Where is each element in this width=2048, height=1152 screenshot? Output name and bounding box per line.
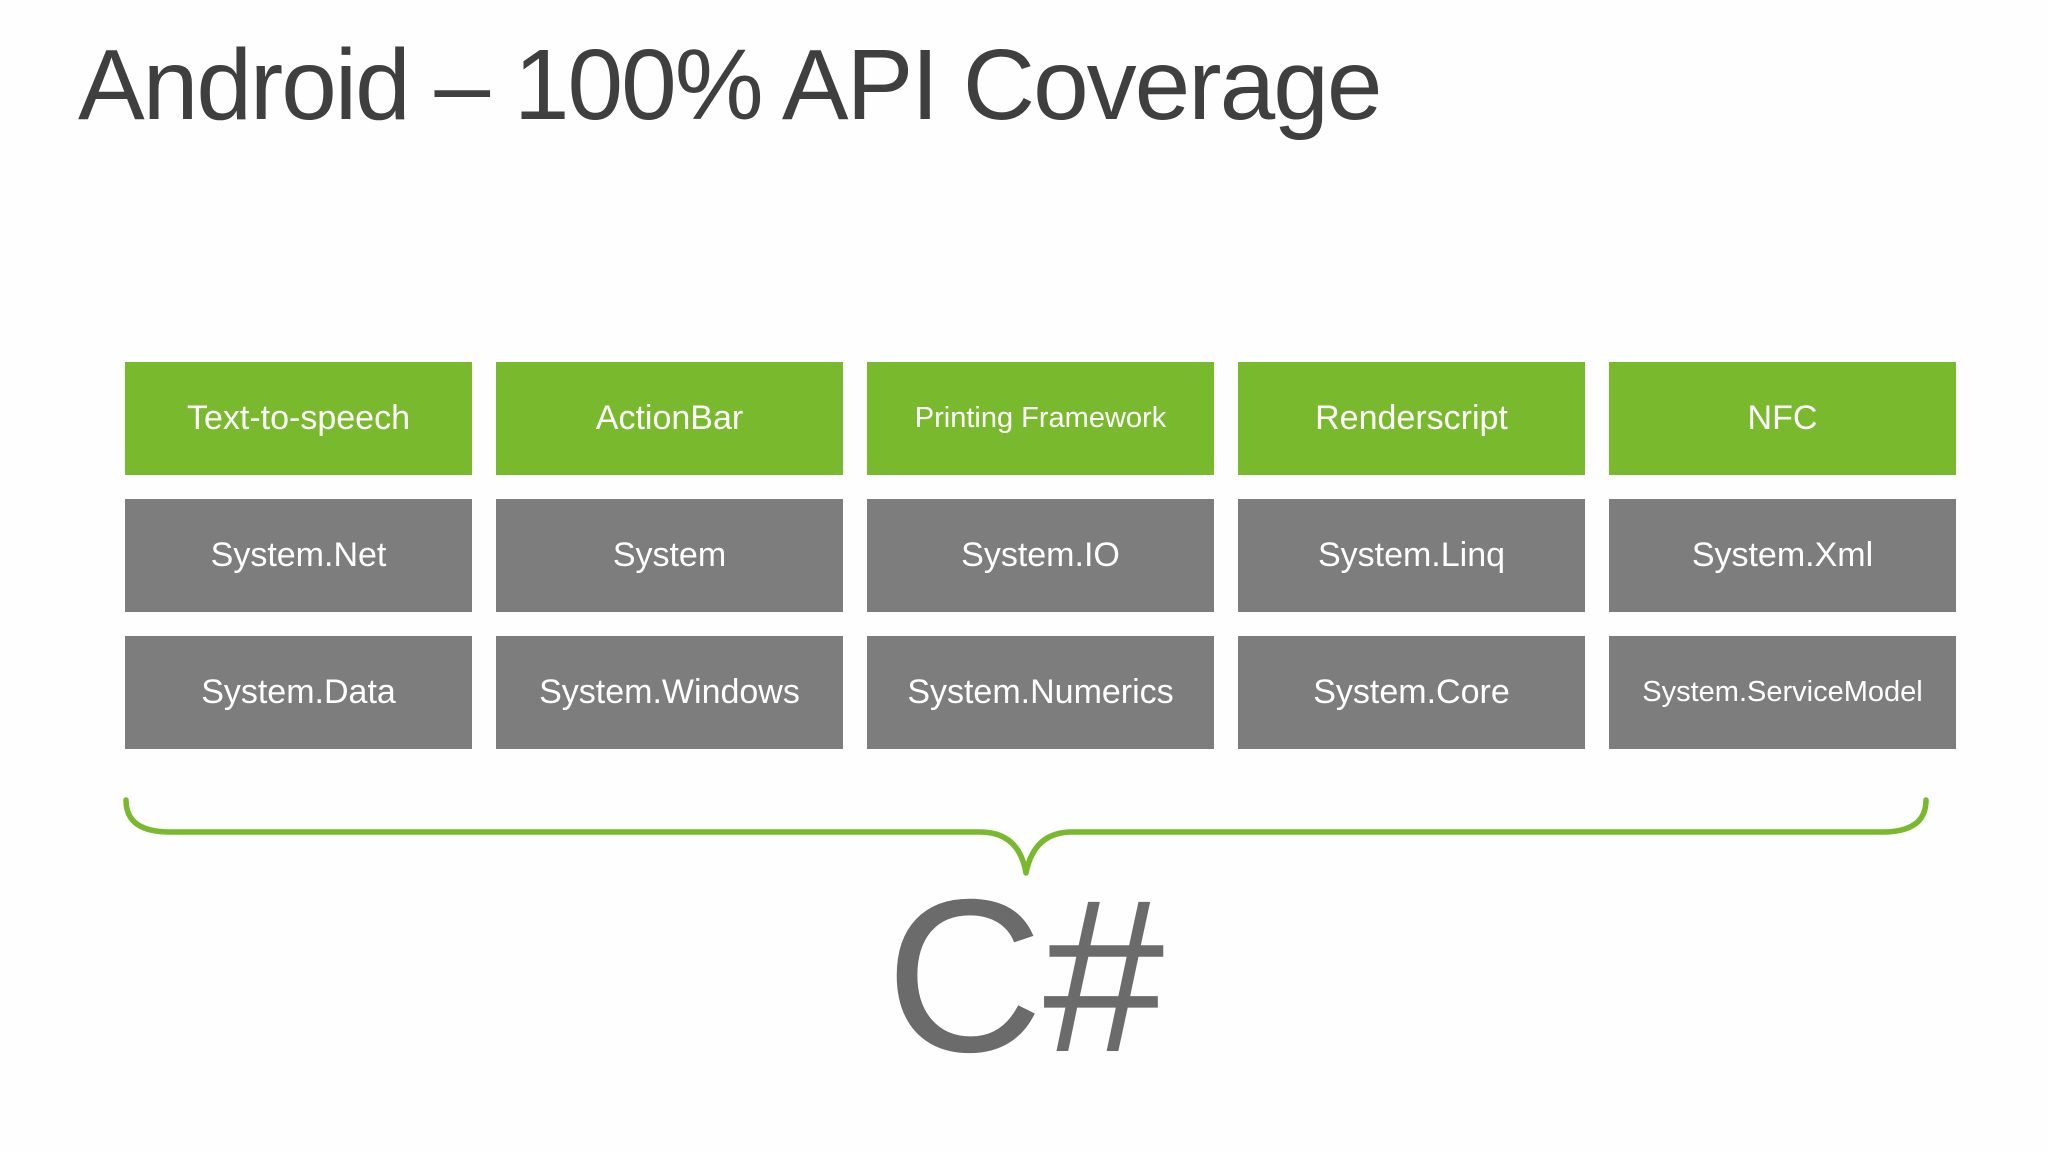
api-box-system-xml: System.Xml (1609, 499, 1956, 612)
api-box-system-linq: System.Linq (1238, 499, 1585, 612)
page-title: Android – 100% API Coverage (78, 29, 1382, 141)
api-box-renderscript: Renderscript (1238, 362, 1585, 475)
api-box-system-io: System.IO (867, 499, 1214, 612)
brace-icon (123, 797, 1929, 876)
api-box-actionbar: ActionBar (496, 362, 843, 475)
brace-path (123, 797, 1929, 876)
api-box-system-net: System.Net (125, 499, 472, 612)
api-box-text-to-speech: Text-to-speech (125, 362, 472, 475)
api-box-system-numerics: System.Numerics (867, 636, 1214, 749)
api-box-system-windows: System.Windows (496, 636, 843, 749)
api-box-system: System (496, 499, 843, 612)
api-box-system-core: System.Core (1238, 636, 1585, 749)
api-box-system-servicemodel: System.ServiceModel (1609, 636, 1956, 749)
api-box-nfc: NFC (1609, 362, 1956, 475)
api-box-system-data: System.Data (125, 636, 472, 749)
language-caption: C# (885, 855, 1165, 1098)
api-box-printing-framework: Printing Framework (867, 362, 1214, 475)
